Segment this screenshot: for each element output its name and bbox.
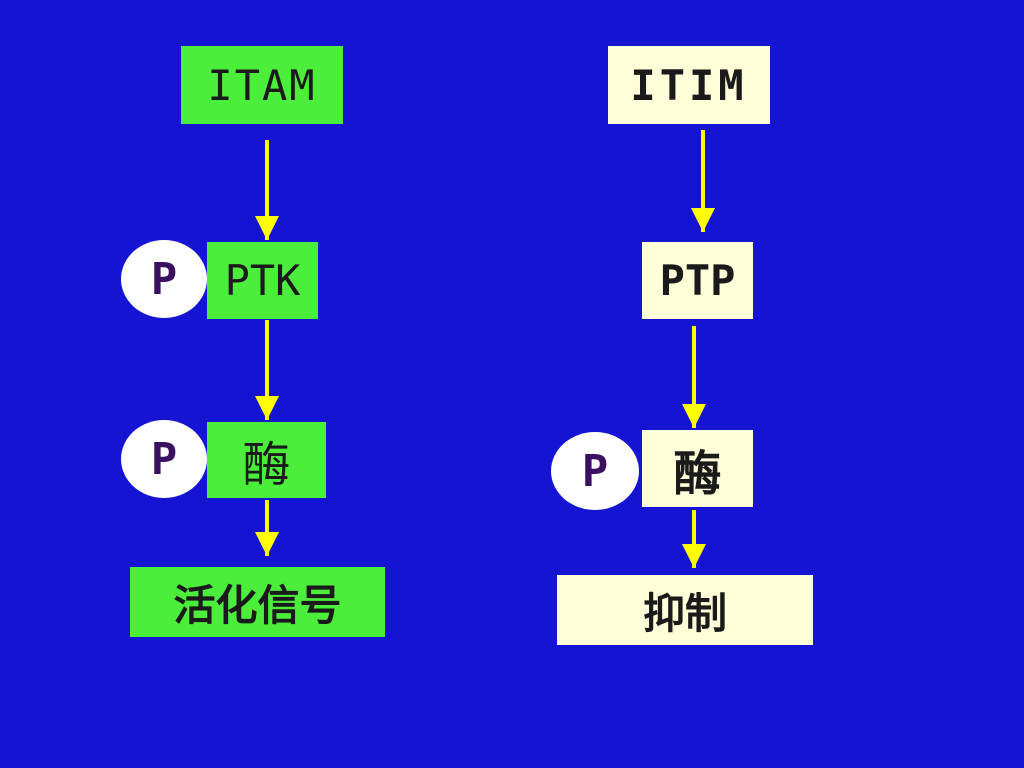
right-enzyme-box: 酶 [642, 430, 753, 507]
inhibition-box: 抑制 [557, 575, 813, 645]
phospho-label-ptk: P [150, 253, 178, 305]
itam-box: ITAM [181, 46, 343, 124]
inhibition-label: 抑制 [642, 588, 727, 638]
phospho-circle-left-enzyme: P [121, 420, 207, 498]
ptp-box: PTP [642, 242, 753, 319]
phospho-circle-right-enzyme: P [551, 432, 639, 510]
phospho-label-right-enzyme: P [581, 445, 609, 497]
ptp-label: PTP [659, 256, 736, 305]
itam-label: ITAM [207, 60, 317, 110]
phospho-circle-ptk: P [121, 240, 207, 318]
activation-signal-label: 活化信号 [173, 580, 342, 630]
itim-label: ITIM [630, 60, 748, 110]
left-enzyme-box: 酶 [207, 422, 326, 498]
phospho-label-left-enzyme: P [150, 433, 178, 485]
ptk-box: PTK [207, 242, 318, 319]
left-enzyme-label: 酶 [242, 437, 291, 493]
right-enzyme-label: 酶 [673, 445, 722, 502]
activation-signal-box: 活化信号 [130, 567, 385, 637]
itim-box: ITIM [608, 46, 770, 124]
ptk-label: PTK [224, 256, 301, 305]
